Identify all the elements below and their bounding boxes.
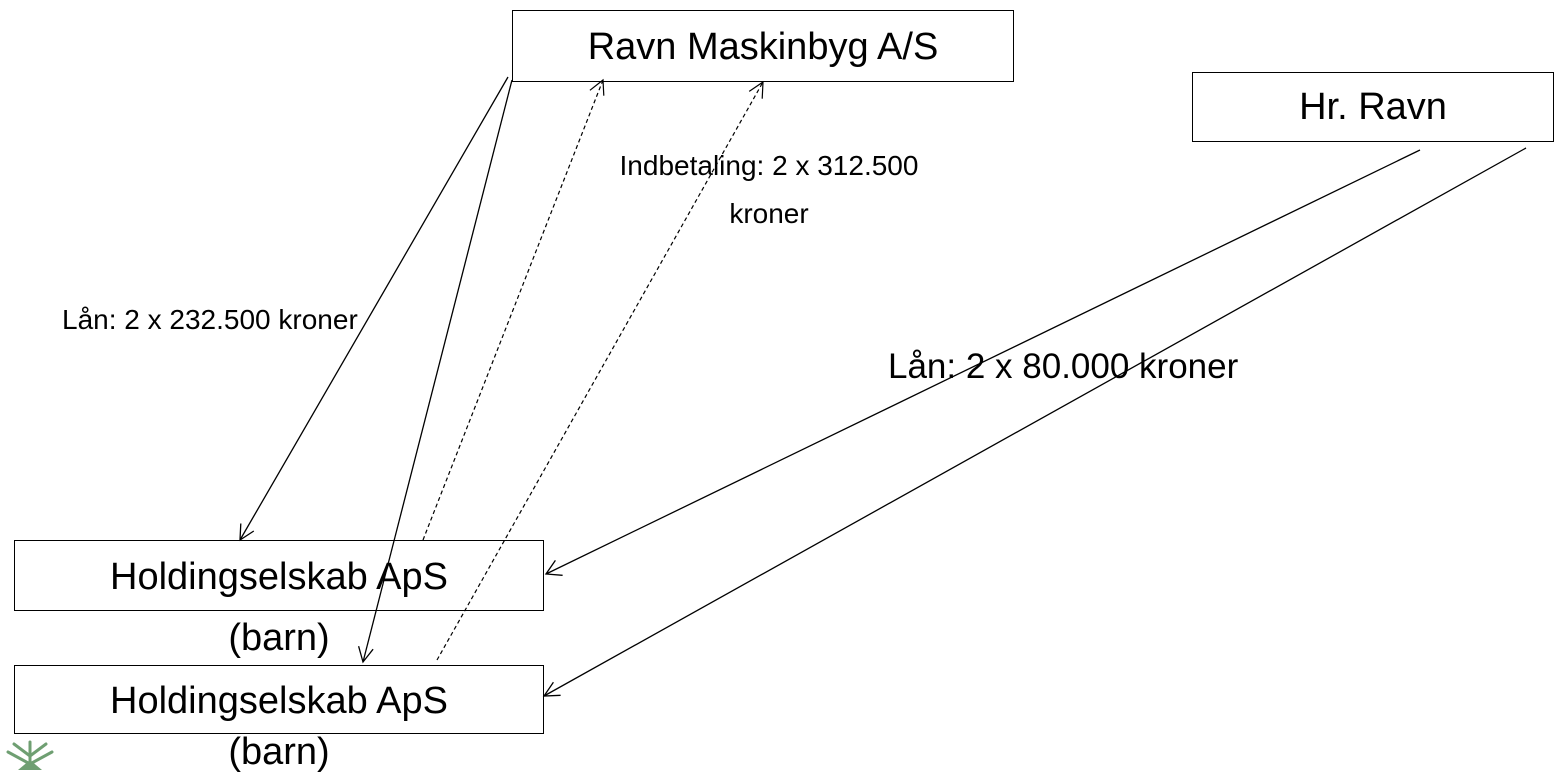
edge-payment-label-line2: kroner	[729, 198, 809, 229]
node-hr-ravn	[1192, 72, 1554, 142]
arrow-payment-holding-2-to-company	[436, 80, 764, 661]
node-holding-2-label: Holdingselskab ApS	[110, 680, 448, 722]
arrow-loan-owner-to-holding-1	[544, 149, 1421, 576]
node-holding-1	[14, 540, 544, 611]
arrow-loan-company-to-holding-1	[239, 76, 509, 542]
node-holding-2-note: (barn)	[228, 731, 330, 773]
edge-loan-company-label: Lån: 2 x 232.500 kroner	[62, 304, 358, 335]
node-holding-1-label: Holdingselskab ApS	[110, 556, 448, 598]
node-hr-ravn-label: Hr. Ravn	[1299, 86, 1447, 128]
tree-logo-icon	[6, 740, 54, 770]
arrow-payment-holding-1-to-company	[422, 78, 605, 541]
edge-payment-label-line1: Indbetaling: 2 x 312.500	[619, 150, 919, 181]
node-ravn-maskinbyg-label: Ravn Maskinbyg A/S	[587, 26, 939, 68]
node-holding-1-note: (barn)	[228, 617, 330, 659]
node-holding-2	[14, 665, 544, 734]
arrow-loan-owner-to-holding-2	[542, 147, 1527, 697]
node-ravn-maskinbyg	[512, 10, 1014, 82]
arrow-loan-company-to-holding-2	[357, 79, 513, 664]
